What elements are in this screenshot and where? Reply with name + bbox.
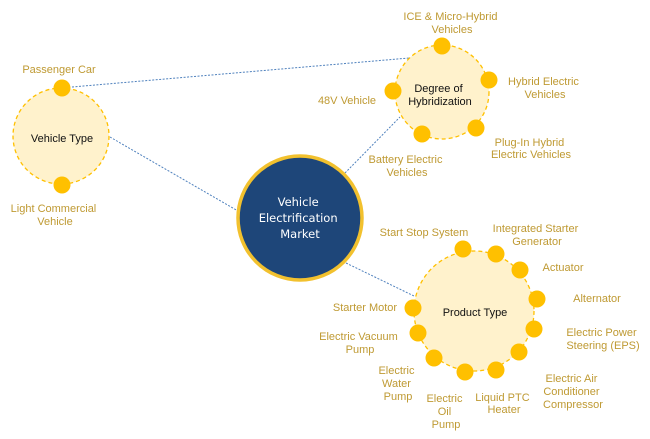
segment-dot-light-commercial-vehicle (53, 176, 71, 194)
segment-label-hybrid-electric: Hybrid Electric Vehicles (508, 76, 582, 101)
connector-market-to-product-type (345, 262, 415, 297)
segment-label-alternator: Alternator (573, 293, 621, 305)
segment-dot-passenger-car (53, 79, 71, 97)
segment-label-48v-vehicle: 48V Vehicle (318, 95, 376, 107)
segment-dot-integrated-starter-generator (487, 245, 505, 263)
segment-dot-start-stop-system (454, 240, 472, 258)
degree-of-hybridization-title: Degree of Hybridization (408, 83, 472, 108)
vehicle-type-node: Vehicle Type Passenger Car Light Commerc… (11, 64, 110, 228)
product-type-title: Product Type (443, 307, 508, 319)
connector-passenger-car-to-hybridization (71, 57, 410, 88)
segment-dot-electric-air-conditioner-compressor (510, 343, 528, 361)
vehicle-type-title: Vehicle Type (31, 133, 93, 145)
segment-dot-liquid-ptc-heater (487, 361, 505, 379)
segment-dot-48v-vehicle (384, 82, 402, 100)
segment-dot-ice-micro-hybrid (433, 37, 451, 55)
segment-label-light-commercial-vehicle: Light Commercial Vehicle (11, 203, 100, 228)
segment-label-plug-in-hybrid: Plug-In Hybrid Electric Vehicles (491, 137, 572, 161)
segment-label-passenger-car: Passenger Car (22, 64, 96, 76)
connector-market-to-hybridization (344, 116, 401, 174)
segment-dot-electric-vacuum-pump (409, 324, 427, 342)
product-type-node: Product Type Start Stop System Integrate… (319, 223, 640, 431)
segment-label-integrated-starter-generator: Integrated Starter Generator (493, 223, 582, 248)
product-type-circle (413, 250, 535, 372)
market-hub-title: Vehicle Electrification Market (259, 195, 342, 241)
segment-label-electric-power-steering: Electric Power Steering (EPS) (566, 327, 639, 352)
segment-dot-electric-water-pump (425, 349, 443, 367)
segment-label-liquid-ptc-heater: Liquid PTC Heater (475, 392, 532, 416)
segment-dot-actuator (511, 261, 529, 279)
market-hub-circle (236, 154, 364, 282)
segment-label-electric-air-conditioner-compressor: Electric Air Conditioner Compressor (543, 373, 603, 411)
vehicle-electrification-market-hub: Vehicle Electrification Market (236, 154, 364, 282)
segment-label-starter-motor: Starter Motor (333, 302, 398, 314)
segment-dot-alternator (528, 290, 546, 308)
segment-label-actuator: Actuator (543, 262, 584, 274)
segment-dot-starter-motor (404, 299, 422, 317)
segment-dot-battery-electric (413, 125, 431, 143)
segment-label-start-stop-system: Start Stop System (380, 227, 469, 239)
degree-of-hybridization-node: Degree of Hybridization ICE & Micro-Hybr… (318, 11, 582, 179)
segment-dot-hybrid-electric (480, 71, 498, 89)
segment-label-electric-water-pump: Electric Water Pump (378, 365, 417, 403)
segment-label-battery-electric: Battery Electric Vehicles (368, 154, 445, 179)
connector-vehicle-type-to-market (109, 136, 239, 212)
segment-label-electric-oil-pump: Electric Oil Pump (426, 393, 465, 431)
segment-label-electric-vacuum-pump: Electric Vacuum Pump (319, 331, 401, 356)
segment-dot-electric-power-steering (525, 320, 543, 338)
segment-dot-electric-oil-pump (456, 363, 474, 381)
segment-dot-plug-in-hybrid (467, 119, 485, 137)
segment-label-ice-micro-hybrid: ICE & Micro-Hybrid Vehicles (403, 11, 500, 36)
